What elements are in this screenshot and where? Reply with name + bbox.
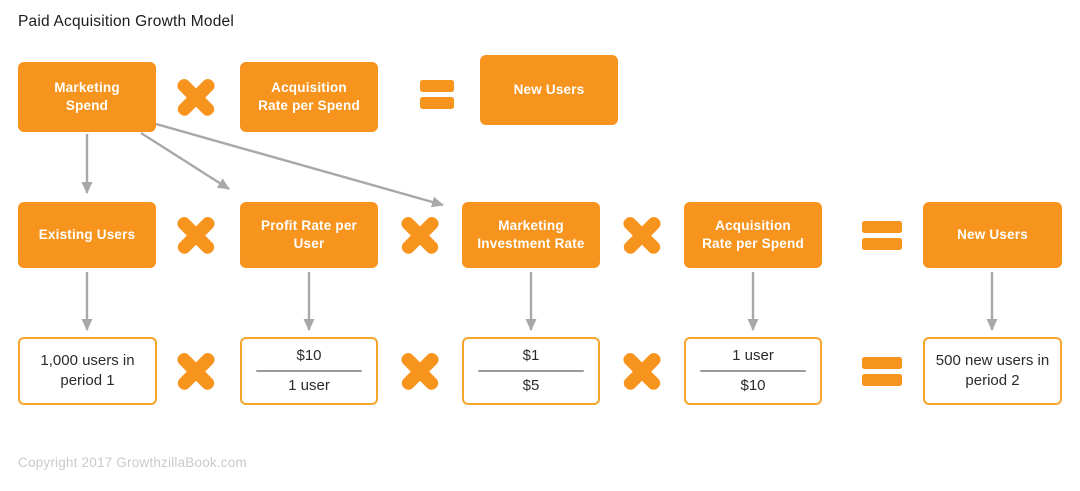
value-new-users-text: 500 new users in period 2	[935, 352, 1050, 389]
box-profit-rate-label: Profit Rate per User	[260, 218, 358, 251]
fraction-numerator: $10	[296, 346, 322, 364]
equals-bar	[862, 357, 902, 369]
fraction-denominator: $5	[522, 377, 540, 395]
page-title: Paid Acquisition Growth Model	[18, 13, 235, 30]
equals-bar	[420, 80, 454, 92]
fraction-profit-rate: $10 1 user	[240, 337, 378, 405]
times-icon	[621, 350, 663, 392]
equals-icon	[420, 80, 454, 109]
box-marketing-spend: Marketing Spend	[18, 62, 156, 132]
arrow-spend-to-investment-rate	[155, 122, 444, 208]
fraction-numerator: 1 user	[732, 346, 774, 364]
times-icon	[175, 214, 217, 256]
times-icon	[399, 350, 441, 392]
times-icon	[399, 214, 441, 256]
equals-bar	[862, 221, 902, 233]
fraction-denominator: 1 user	[288, 377, 330, 395]
equals-icon	[862, 357, 902, 386]
value-new-users: 500 new users in period 2	[923, 337, 1062, 405]
equals-bar	[862, 374, 902, 386]
fraction-denominator: $10	[740, 377, 766, 395]
box-marketing-investment-rate: Marketing Investment Rate	[462, 202, 600, 268]
fraction-numerator: $1	[522, 346, 540, 364]
fraction-divider	[256, 369, 362, 373]
fraction-divider	[478, 369, 584, 373]
box-existing-users: Existing Users	[18, 202, 156, 268]
fraction-acquisition-rate: 1 user $10	[684, 337, 822, 405]
fraction-divider	[700, 369, 806, 373]
fraction-marketing-investment: $1 $5	[462, 337, 600, 405]
equals-bar	[862, 238, 902, 250]
times-icon	[175, 76, 217, 118]
box-marketing-spend-label: Marketing Spend	[54, 80, 120, 113]
value-existing-users-text: 1,000 users in period 1	[40, 352, 135, 389]
box-existing-users-label: Existing Users	[38, 227, 136, 242]
arrow-spend-to-profit-rate	[140, 131, 230, 191]
equals-icon	[862, 221, 902, 250]
times-icon	[621, 214, 663, 256]
box-new-users-top-label: New Users	[513, 82, 585, 97]
box-acquisition-rate-top-label: Acquisition Rate per Spend	[258, 80, 360, 113]
times-icon	[175, 350, 217, 392]
copyright-text: Copyright 2017 GrowthzillaBook.com	[18, 455, 247, 470]
box-acquisition-rate-expanded: Acquisition Rate per Spend	[684, 202, 822, 268]
box-marketing-investment-rate-label: Marketing Investment Rate	[477, 218, 585, 251]
box-new-users-expanded: New Users	[923, 202, 1062, 268]
box-acquisition-rate-expanded-label: Acquisition Rate per Spend	[702, 218, 804, 251]
value-existing-users: 1,000 users in period 1	[18, 337, 157, 405]
box-new-users-expanded-label: New Users	[957, 227, 1028, 242]
box-profit-rate: Profit Rate per User	[240, 202, 378, 268]
box-new-users-top: New Users	[480, 55, 618, 125]
box-acquisition-rate-top: Acquisition Rate per Spend	[240, 62, 378, 132]
equals-bar	[420, 97, 454, 109]
